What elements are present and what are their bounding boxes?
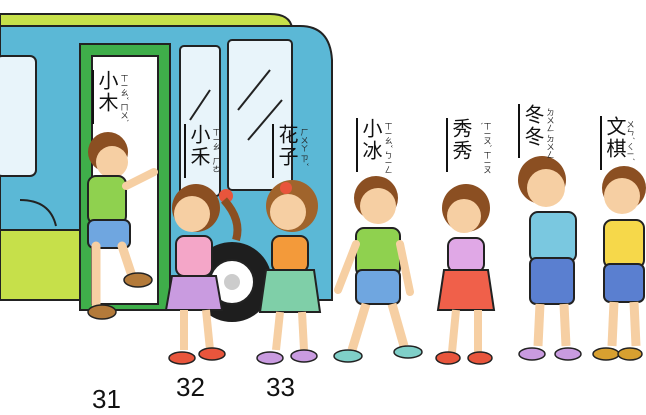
- name-label-7: 文棋: [600, 116, 626, 170]
- zhuyin-label-2: ㄒㄧㄠˇ ㄏㄜˊ: [212, 128, 221, 177]
- name-label-5: 秀秀: [446, 118, 472, 172]
- number-label-31: 31: [92, 384, 121, 414]
- name-label-6: 冬冬: [518, 104, 544, 158]
- name-label-4: 小冰: [356, 118, 382, 172]
- number-label-33: 33: [266, 372, 295, 402]
- kid-5-girl: [435, 184, 496, 365]
- name-label-1: 小木: [92, 70, 118, 124]
- zhuyin-label-7: ㄨㄣˊ ㄑㄧˊ: [626, 120, 635, 161]
- zhuyin-label-5: ㄒㄧㄡˋ ㄒㄧㄡˋ: [474, 122, 492, 174]
- kid-6-boy: [518, 156, 582, 361]
- zhuyin-label-4: ㄒㄧㄠˇ ㄅㄧㄥ: [384, 122, 393, 174]
- number-label-32: 32: [176, 372, 205, 402]
- zhuyin-label-3: ㄏㄨㄚ ㄗˇ: [300, 128, 309, 167]
- kid-3-girl: [256, 180, 322, 365]
- zhuyin-label-6: ㄉㄨㄥ ㄉㄨㄥ: [546, 108, 555, 159]
- kid-1-boy: [87, 132, 158, 320]
- kid-4-boy: [333, 176, 423, 363]
- zhuyin-label-1: ㄒㄧㄠˇ ㄇㄨˋ: [120, 74, 129, 123]
- name-label-2: 小禾: [184, 124, 210, 178]
- name-label-3: 花子: [272, 124, 298, 178]
- kid-2-girl: [164, 184, 242, 365]
- kid-7-boy: [592, 166, 646, 361]
